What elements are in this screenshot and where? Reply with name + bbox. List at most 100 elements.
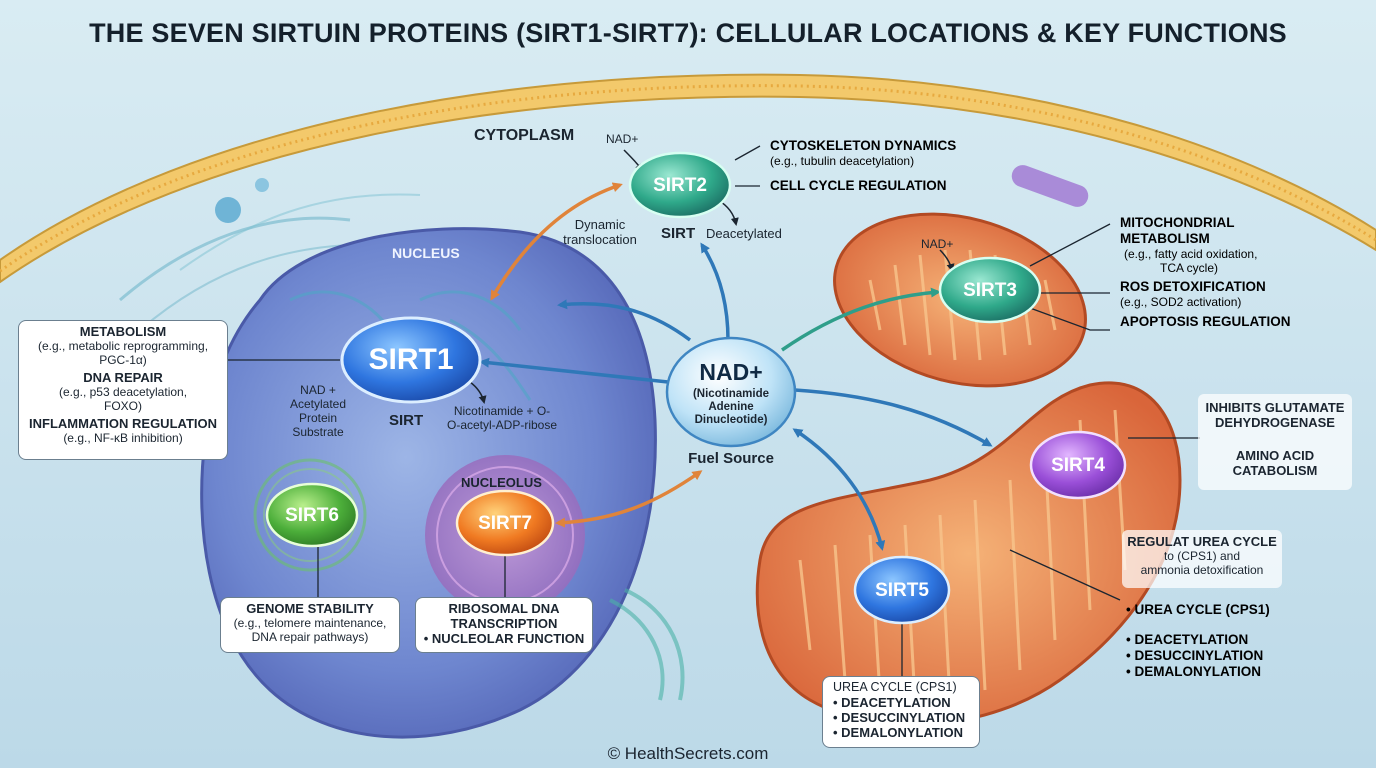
sirt4-f2-title-1: AMINO ACID	[1235, 448, 1315, 463]
arrow-nad-to-sirt1	[479, 357, 669, 384]
connector-lines	[228, 145, 1200, 676]
sirt5-box-item-3: • DEMALONYLATION	[833, 725, 963, 740]
nad-molecule[interactable]	[665, 336, 797, 448]
sirt4-f1-title-2: DEHYDROGENASE	[1215, 415, 1335, 430]
sirt3-nad-label: NAD+	[921, 237, 954, 251]
arrow-nad-to-nucleus	[557, 299, 692, 342]
arrow-nad-sirt5	[792, 428, 886, 551]
sirt2-label: SIRT2	[653, 175, 707, 196]
connector-sirt5-side	[1009, 549, 1121, 601]
sirt7-label: SIRT7	[478, 513, 532, 534]
sirt1-f1-title: METABOLISM	[79, 324, 167, 339]
sirt1-f2-detail-2: FOXO)	[104, 399, 142, 413]
sirt5-side-item-1: • UREA CYCLE (CPS1)	[1126, 602, 1270, 617]
sirt5-side-list: • UREA CYCLE (CPS1) • DEACETYLATION • DE…	[1126, 602, 1270, 680]
sirt1-input-2: Acetylated	[289, 397, 347, 411]
sirt3-functions: MITOCHONDRIAL METABOLISM (e.g., fatty ac…	[1120, 215, 1291, 330]
connector-sirt3-f3	[1029, 307, 1110, 331]
sirt2-nad-label: NAD+	[606, 132, 639, 146]
sirt1-protein[interactable]	[340, 316, 482, 404]
sirt5-box-title: UREA CYCLE (CPS1)	[833, 680, 957, 694]
membrane-inner-line	[0, 84, 1376, 273]
sirt6-label: SIRT6	[285, 505, 339, 526]
sirt4-label: SIRT4	[1051, 455, 1105, 476]
arrow-sirt1-product	[469, 381, 487, 404]
sirt6-functions-box: GENOME STABILITY (e.g., telomere mainten…	[220, 597, 400, 653]
sirt6-box-title: GENOME STABILITY	[246, 601, 374, 616]
sirt3-f2-detail: (e.g., SOD2 activation)	[1120, 295, 1242, 309]
endoplasmic-reticulum	[609, 588, 685, 701]
sirt5-side-item-4: • DEMALONYLATION	[1126, 664, 1261, 679]
sirt2-sirt-label: SIRT	[661, 225, 696, 242]
sirt5-box-item-2: • DESUCCINYLATION	[833, 710, 966, 725]
filament	[179, 193, 421, 271]
sirt4-functions-box: INHIBITS GLUTAMATE DEHYDROGENASE AMINO A…	[1198, 394, 1352, 490]
arrow-nad-to-sirt4	[794, 388, 993, 447]
sirt1-input-3: Protein	[298, 411, 338, 425]
chromatin-swirl	[253, 458, 367, 572]
sirt5-protein[interactable]	[853, 555, 951, 625]
nucleolus-label: NUCLEOLUS	[461, 475, 542, 490]
vesicle	[215, 197, 241, 223]
sirt2-f1-detail: (e.g., tubulin deacetylation)	[770, 154, 915, 168]
sirt1-f2-title: DNA REPAIR	[83, 370, 163, 385]
sirt5-side-item-2: • DEACETYLATION	[1126, 632, 1249, 647]
nad-title: NAD+	[699, 359, 763, 385]
sirt5-side-detail-2: ammonia detoxification	[1140, 563, 1264, 577]
sirt6-box-detail-1: (e.g., telomere maintenance,	[233, 616, 387, 630]
sirt3-f2-title: ROS DETOXIFICATION	[1120, 279, 1266, 294]
sirt2-deacetylated: Deacetylated	[706, 226, 782, 241]
sirt5-side-box: REGULAT UREA CYCLE to (CPS1) and ammonia…	[1122, 530, 1282, 588]
sirt1-functions-box: METABOLISM (e.g., metabolic reprogrammin…	[18, 320, 228, 460]
page-title: THE SEVEN SIRTUIN PROTEINS (SIRT1-SIRT7)…	[89, 18, 1287, 48]
sirt1-product-2: O-acetyl-ADP-ribose	[446, 418, 558, 432]
sirt1-f3-detail-1: (e.g., NF-κB inhibition)	[63, 431, 183, 445]
nucleus-label: NUCLEUS	[392, 245, 460, 261]
sirt3-f1-title-2: METABOLISM	[1120, 231, 1210, 246]
sirt4-f2-title-2: CATABOLISM	[1232, 463, 1318, 478]
sirt5-label: SIRT5	[875, 580, 929, 601]
sirt4-protein[interactable]	[1029, 430, 1127, 500]
sirt1-sirt-label: SIRT	[389, 412, 424, 429]
vesicle-purple	[1011, 165, 1089, 207]
sirt1-product-1: Nicotinamide + O-	[453, 404, 551, 418]
nad-subtitle-3: Dinucleotide)	[694, 414, 768, 426]
sirt2-f1-title: CYTOSKELETON DYNAMICS	[770, 138, 957, 153]
sirt3-f1-detail-1: (e.g., fatty acid oxidation,	[1124, 247, 1258, 261]
sirt2-functions: CYTOSKELETON DYNAMICS (e.g., tubulin dea…	[770, 138, 956, 194]
connector-sirt2-f1	[734, 145, 761, 161]
sirt7-box-title-2: TRANSCRIPTION	[450, 616, 558, 631]
cell-membrane	[0, 73, 1376, 284]
sirt1-f3-title: INFLAMMATION REGULATION	[29, 416, 217, 431]
sirt7-protein[interactable]	[455, 489, 555, 557]
sirt3-label: SIRT3	[963, 280, 1017, 301]
sirt1-input-4: Substrate	[292, 425, 344, 439]
arrow-nad-to-sirt2	[700, 242, 730, 341]
cytoplasm-label: CYTOPLASM	[474, 127, 575, 144]
sirt2-protein[interactable]	[628, 151, 732, 219]
sirt2-f2-title: CELL CYCLE REGULATION	[770, 178, 947, 193]
nad-subtitle-1: (Nicotinamide	[692, 388, 770, 400]
sirt3-f1-detail-2: TCA cycle)	[1160, 261, 1219, 275]
sirt7-box-title-3: • NUCLEOLAR FUNCTION	[423, 631, 585, 646]
sirt2-translocation-1: Dynamic	[574, 217, 626, 232]
sirt1-f1-detail-2: PGC-1α)	[99, 353, 147, 367]
sirt5-side-title: REGULAT UREA CYCLE	[1127, 534, 1277, 549]
sirt3-f1-title-1: MITOCHONDRIAL	[1120, 215, 1235, 230]
sirt1-input-1: NAD +	[300, 383, 336, 397]
sirt3-protein[interactable]	[938, 256, 1042, 324]
sirt1-f1-detail-1: (e.g., metabolic reprogramming,	[37, 339, 209, 353]
sirt6-protein[interactable]	[265, 482, 359, 548]
sirt7-box-title-1: RIBOSOMAL DNA	[448, 601, 560, 616]
connector-sirt3-f1	[1029, 223, 1111, 267]
fuel-source-label: Fuel Source	[688, 450, 774, 467]
sirt5-functions-box: UREA CYCLE (CPS1) • DEACETYLATION • DESU…	[822, 676, 980, 748]
sirt4-f1-title-1: INHIBITS GLUTAMATE	[1205, 400, 1345, 415]
arrow-sirt7-nad	[555, 470, 703, 528]
nad-subtitle-2: Adenine	[708, 401, 754, 413]
arrow-nad-to-sirt3	[781, 287, 941, 352]
sirt1-label: SIRT1	[368, 343, 454, 376]
sirt2-translocation-2: translocation	[563, 232, 637, 247]
filament	[119, 216, 351, 302]
